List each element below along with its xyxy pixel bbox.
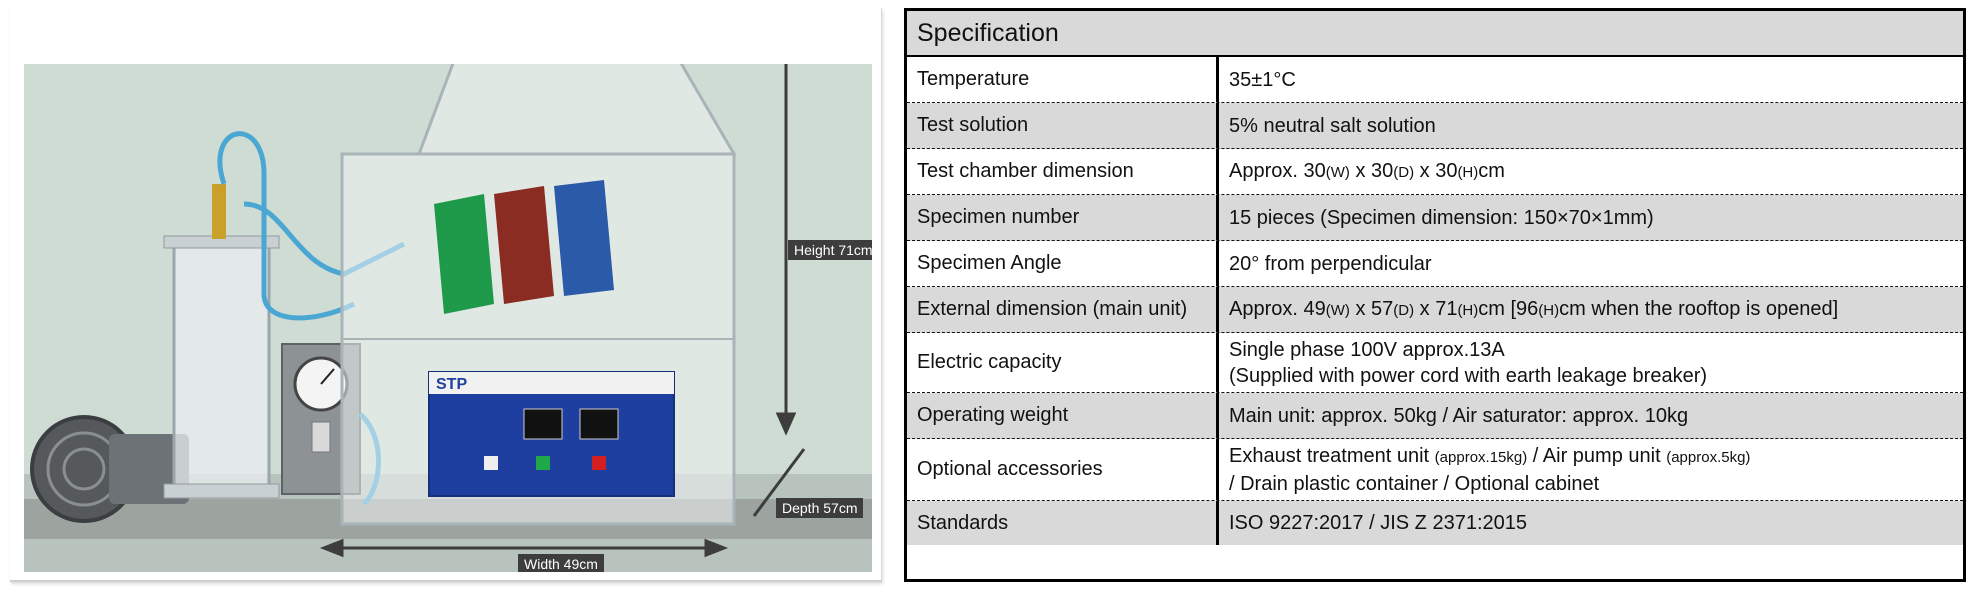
spec-value-segment: ISO 9227:2017 / JIS Z 2371:2015 xyxy=(1229,512,1527,534)
regulator-knob xyxy=(311,421,331,453)
spec-row: Standards ISO 9227:2017 / JIS Z 2371:2015 xyxy=(907,501,1963,545)
spec-value: 35±1°C xyxy=(1219,57,1963,102)
spec-value-segment: 15 pieces (Specimen dimension: 150×70×1m… xyxy=(1229,206,1654,229)
air-saturator xyxy=(172,242,271,496)
product-photo-panel: STP Height 71cm Depth 57cm Width 49c xyxy=(10,8,882,582)
spec-value-segment: Approx. 49 xyxy=(1229,297,1326,320)
spec-value-segment: (H) xyxy=(1538,301,1560,319)
temperature-controller-1 xyxy=(523,408,563,440)
spec-value-segment: Approx. 30 xyxy=(1229,159,1326,182)
air-tube xyxy=(217,131,356,321)
spec-value-segment: (approx.5kg) xyxy=(1666,448,1751,466)
spec-value-segment: (W) xyxy=(1325,301,1350,319)
spec-row: Specimen number 15 pieces (Specimen dimen… xyxy=(907,195,1963,241)
spec-value-segment: (approx.15kg) xyxy=(1434,448,1528,466)
spec-label: Test chamber dimension xyxy=(907,149,1219,194)
spec-label: Test solution xyxy=(907,103,1219,148)
panel-switch-red xyxy=(592,456,606,470)
spec-value: 20° from perpendicular xyxy=(1219,241,1963,286)
spec-value-segment: Single phase 100V approx.13A xyxy=(1229,338,1505,361)
width-arrow xyxy=(319,538,729,558)
spec-row: Specimen Angle 20° from perpendicular xyxy=(907,241,1963,287)
spec-row: External dimension (main unit)Approx. 49… xyxy=(907,287,1963,333)
spec-row: Temperature 35±1°C xyxy=(907,57,1963,103)
spec-value: ISO 9227:2017 / JIS Z 2371:2015 xyxy=(1219,501,1963,545)
panel-switch-white xyxy=(484,456,498,470)
spec-value: Exhaust treatment unit (approx.15kg) / A… xyxy=(1219,439,1963,500)
depth-label: Depth 57cm xyxy=(776,498,864,518)
spec-value-segment: cm when the rooftop is opened] xyxy=(1559,297,1839,320)
height-label: Height 71cm xyxy=(788,240,872,260)
spec-value-segment: / Air pump unit xyxy=(1527,444,1667,467)
product-photo: STP Height 71cm Depth 57cm Width 49c xyxy=(24,64,872,572)
spec-value-segment: Main unit: approx. 50kg / Air saturator:… xyxy=(1229,404,1689,427)
spec-value-segment: 5% neutral salt solution xyxy=(1229,114,1436,137)
spec-value-segment: 20° from perpendicular xyxy=(1229,252,1432,275)
spec-value-segment: / Drain plastic container / Optional cab… xyxy=(1229,472,1600,495)
specimen-green xyxy=(434,194,494,314)
spec-value-segment: (D) xyxy=(1393,301,1415,319)
spec-label: Optional accessories xyxy=(907,439,1219,500)
device-model-label: STP xyxy=(436,376,467,393)
spec-value-segment: x 57 xyxy=(1349,297,1394,320)
specimen-blue xyxy=(554,180,614,296)
spec-value-segment: 35±1°C xyxy=(1229,68,1296,91)
spec-label: Operating weight xyxy=(907,393,1219,438)
spec-value-segment: x 71 xyxy=(1414,297,1458,320)
spec-label: Specimen number xyxy=(907,195,1219,240)
spec-value-segment: cm [96 xyxy=(1478,297,1539,320)
spec-value-segment: cm xyxy=(1478,159,1505,182)
spec-label: Specimen Angle xyxy=(907,241,1219,286)
spec-value-segment: (H) xyxy=(1457,163,1479,181)
spec-value: Main unit: approx. 50kg / Air saturator:… xyxy=(1219,393,1963,438)
specimen-red xyxy=(494,186,554,304)
depth-arrow xyxy=(752,448,806,517)
specification-table: Specification Temperature 35±1°C Test solu… xyxy=(904,8,1966,582)
temperature-controller-2 xyxy=(579,408,619,440)
spec-value: Single phase 100V approx.13A (Supplied wi… xyxy=(1219,333,1963,392)
spec-label: Standards xyxy=(907,501,1219,545)
specification-rows: Temperature 35±1°C Test solution 5% neutral… xyxy=(907,57,1963,579)
spec-value-segment: x 30 xyxy=(1349,159,1394,182)
spec-value-segment: Exhaust treatment unit xyxy=(1229,444,1435,467)
spec-value-segment: (W) xyxy=(1325,163,1350,181)
spec-label: Temperature xyxy=(907,57,1219,102)
spec-value: 15 pieces (Specimen dimension: 150×70×1m… xyxy=(1219,195,1963,240)
spec-value: 5% neutral salt solution xyxy=(1219,103,1963,148)
specification-title: Specification xyxy=(907,11,1963,57)
spec-row: Operating weight Main unit: approx. 50kg … xyxy=(907,393,1963,439)
spec-label: Electric capacity xyxy=(907,333,1219,392)
chamber-rooftop xyxy=(416,64,737,156)
spec-value-segment: x 30 xyxy=(1414,159,1458,182)
salt-spray-tester-illustration: STP xyxy=(24,64,872,572)
panel-switch-green xyxy=(536,456,550,470)
spec-value: Approx. 30(W) x 30(D) x 30(H)cm xyxy=(1219,149,1963,194)
width-label: Width 49cm xyxy=(518,554,604,572)
spec-row: Test solution 5% neutral salt solution xyxy=(907,103,1963,149)
brass-valve xyxy=(212,184,226,239)
spec-value-segment: (Supplied with power cord with earth lea… xyxy=(1229,364,1708,387)
height-arrow xyxy=(775,64,797,436)
spec-value: Approx. 49(W) x 57(D) x 71(H)cm [96(H)cm… xyxy=(1219,287,1963,332)
spec-value-segment: (H) xyxy=(1457,301,1479,319)
spec-value-segment: (D) xyxy=(1393,163,1415,181)
spec-label: External dimension (main unit) xyxy=(907,287,1219,332)
